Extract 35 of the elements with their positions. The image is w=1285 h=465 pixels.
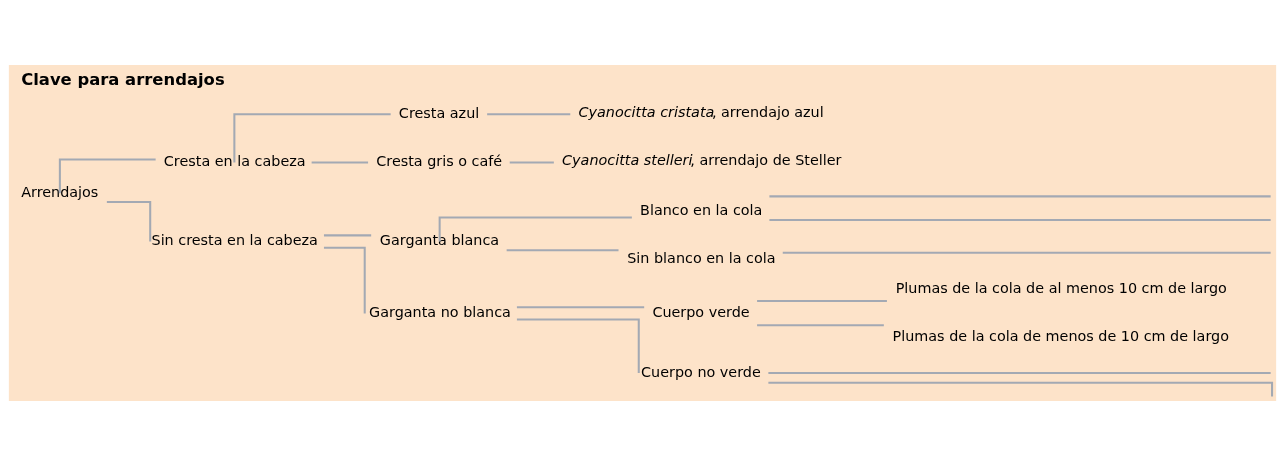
connector (509, 161, 554, 164)
node-text: Blanco en la cola (640, 201, 763, 218)
node-text: Garganta no blanca (369, 303, 511, 320)
node-text: Cyanocitta stelleri, arrendajo de Steller (562, 151, 842, 168)
connector (757, 299, 887, 302)
node-text: Cresta azul (398, 104, 480, 121)
node-text: Garganta blanca (379, 231, 500, 248)
node-text: Cyanocitta cristata, arrendajo azul (578, 103, 824, 120)
connector (506, 248, 619, 251)
connector (58, 157, 156, 193)
connector (487, 112, 571, 115)
node-text: Plumas de la cola de al menos 10 cm de largo (895, 279, 1227, 296)
node-text: Sin blanco en la cola (627, 249, 776, 266)
node-text: Sin cresta en la cabeza (151, 231, 318, 248)
connector (106, 200, 152, 242)
node-text: Cresta gris o café (376, 152, 503, 169)
connector (769, 218, 1271, 221)
connector (311, 161, 369, 164)
node-text: Plumas de la cola de menos de 10 cm de largo (892, 327, 1229, 344)
connector (769, 194, 1271, 197)
connector (323, 246, 366, 313)
node-text: Cuerpo no verde (641, 363, 761, 380)
connector (233, 112, 391, 162)
connector (782, 251, 1271, 254)
node-text: Cuerpo verde (652, 303, 750, 320)
diagram-title: Clave para arrendajos (21, 69, 225, 89)
node-text: Arrendajos (21, 183, 99, 200)
connector (757, 323, 884, 326)
connector (516, 305, 645, 308)
node-text: Cresta en la cabeza (163, 152, 306, 169)
connector (768, 371, 1271, 374)
connector (768, 381, 1274, 396)
connector (323, 233, 372, 236)
connector (516, 318, 640, 373)
connector (438, 215, 632, 242)
